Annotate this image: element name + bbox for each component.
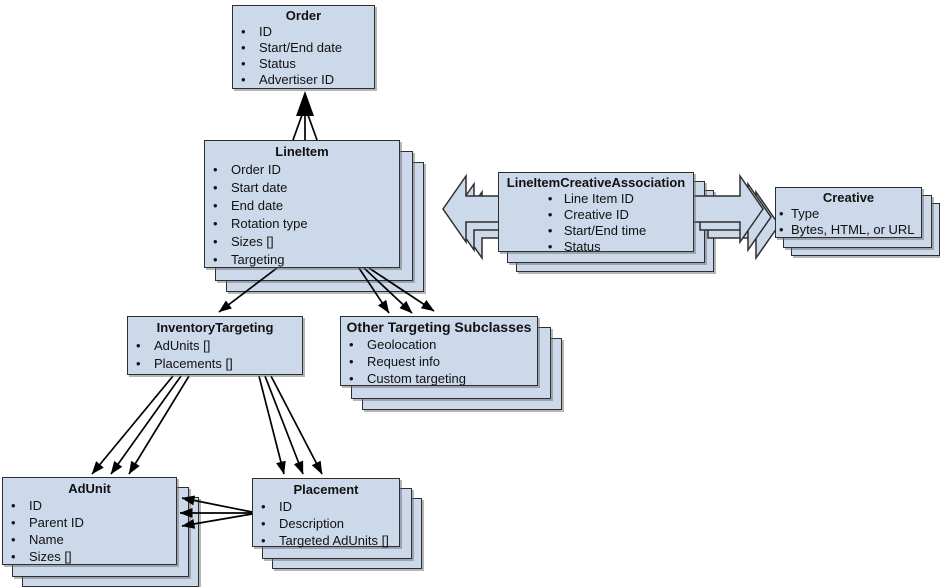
attribute-item: Request info xyxy=(341,353,537,370)
attribute-item: Geolocation xyxy=(341,336,537,353)
attribute-item: Description xyxy=(253,515,399,532)
entity-lineitem: LineItem Order ID Start date End date Ro… xyxy=(204,140,400,269)
attribute-item: Placements [] xyxy=(128,355,302,373)
entity-title: LineItemCreativeAssociation xyxy=(506,175,686,190)
entity-title: Other Targeting Subclasses xyxy=(346,319,532,335)
attribute-item: End date xyxy=(205,197,399,215)
entity-title: AdUnit xyxy=(68,481,111,496)
entity-other-targeting-subclasses: Other Targeting Subclasses Geolocation R… xyxy=(340,316,538,387)
attribute-item: Name xyxy=(3,531,176,548)
attribute-item: Start/End time xyxy=(546,223,646,239)
attribute-list: ID Description Targeted AdUnits [] xyxy=(253,498,399,549)
attribute-list: Line Item ID Creative ID Start/End time … xyxy=(546,191,646,255)
entity-lineitemcreativeassociation: LineItemCreativeAssociation Line Item ID… xyxy=(498,172,694,255)
entity-inventorytargeting: InventoryTargeting AdUnits [] Placements… xyxy=(127,316,303,375)
attribute-item: Status xyxy=(546,239,646,255)
attribute-item: ID xyxy=(233,24,374,40)
attribute-item: Rotation type xyxy=(205,215,399,233)
attribute-item: Targeting xyxy=(205,251,399,269)
arrows-inventorytargeting-to-adunit xyxy=(91,375,190,475)
entity-title: LineItem xyxy=(275,144,329,159)
arrow-lineitem-to-order xyxy=(292,91,318,141)
attribute-item: Parent ID xyxy=(3,514,176,531)
attribute-list: ID Start/End date Status Advertiser ID xyxy=(233,24,374,88)
entity-creative: Creative Type Bytes, HTML, or URL xyxy=(775,187,922,238)
attribute-item: Start/End date xyxy=(233,40,374,56)
attribute-item: AdUnits [] xyxy=(128,337,302,355)
attribute-item: Bytes, HTML, or URL xyxy=(776,222,921,238)
attribute-item: Advertiser ID xyxy=(233,72,374,88)
entity-adunit: AdUnit ID Parent ID Name Sizes [] xyxy=(2,477,177,565)
entity-placement: Placement ID Description Targeted AdUnit… xyxy=(252,478,400,549)
entity-title: InventoryTargeting xyxy=(156,320,274,335)
attribute-list: ID Parent ID Name Sizes [] xyxy=(3,497,176,565)
attribute-item: Status xyxy=(233,56,374,72)
attribute-item: Start date xyxy=(205,179,399,197)
attribute-item: Type xyxy=(776,206,921,222)
attribute-item: ID xyxy=(253,498,399,515)
entity-title: Creative xyxy=(822,190,875,205)
attribute-item: Order ID xyxy=(205,161,399,179)
attribute-item: Creative ID xyxy=(546,207,646,223)
attribute-item: Sizes [] xyxy=(3,548,176,565)
attribute-item: Custom targeting xyxy=(341,370,537,387)
attribute-list: AdUnits [] Placements [] xyxy=(128,337,302,373)
entity-title: Placement xyxy=(293,482,359,497)
attribute-item: ID xyxy=(3,497,176,514)
entity-order: Order ID Start/End date Status Advertise… xyxy=(232,5,375,89)
attribute-item: Targeted AdUnits [] xyxy=(253,532,399,549)
entity-title: Order xyxy=(285,8,322,23)
attribute-list: Type Bytes, HTML, or URL xyxy=(776,206,921,238)
attribute-item: Line Item ID xyxy=(546,191,646,207)
attribute-item: Sizes [] xyxy=(205,233,399,251)
arrows-inventorytargeting-to-placement xyxy=(258,375,323,475)
attribute-list: Order ID Start date End date Rotation ty… xyxy=(205,161,399,269)
attribute-list: Geolocation Request info Custom targetin… xyxy=(341,336,537,387)
